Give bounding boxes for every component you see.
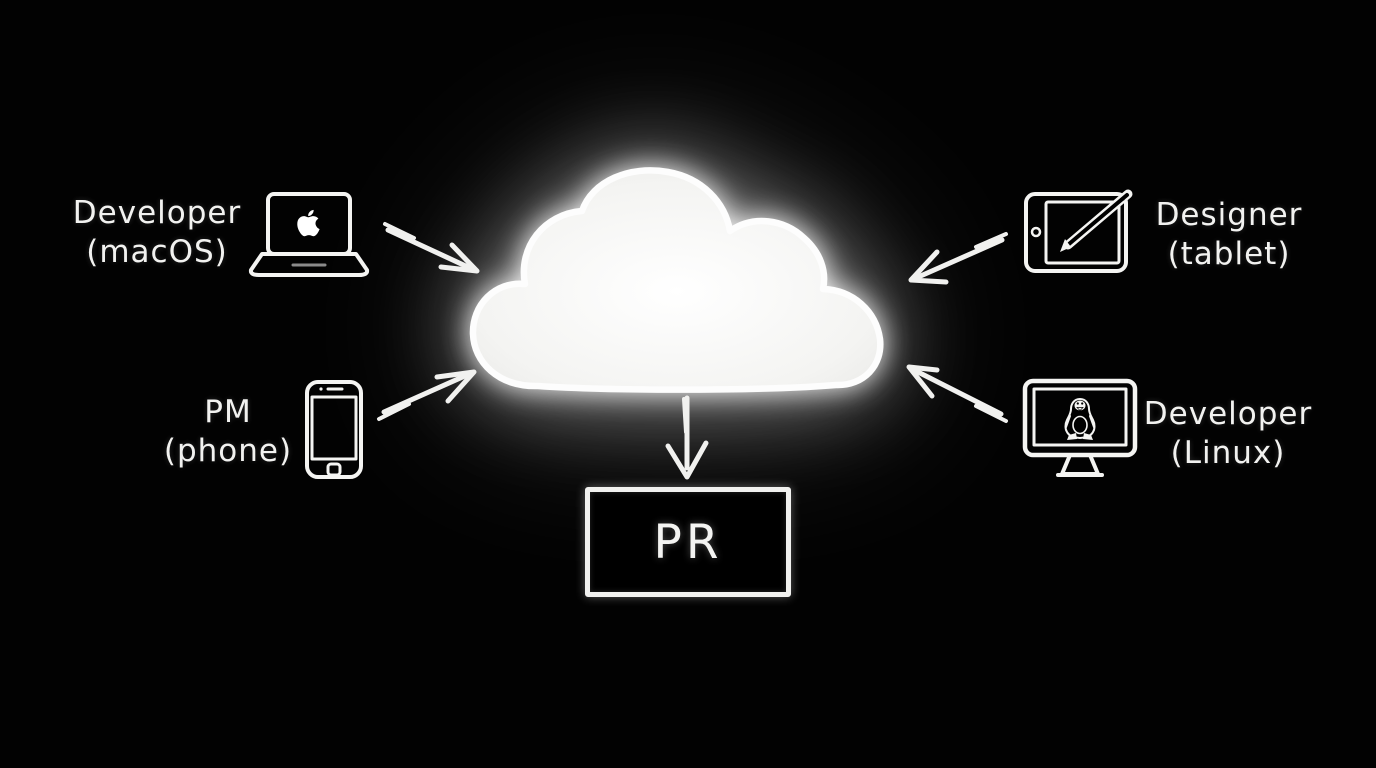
label-designer-tablet-line2: (tablet) [1167,236,1291,272]
cloud-shape [469,167,884,393]
laptop-apple-icon [248,192,370,277]
pr-box: PR [585,487,791,597]
label-pm-phone: PM (phone) [128,393,328,471]
arrow-cloud-to-pr [665,395,709,480]
pr-box-label: PR [653,514,723,570]
tablet-pen-icon [1024,189,1133,273]
smartphone-icon [305,380,363,479]
arrow-developer-macos-to-cloud [383,222,480,274]
label-developer-linux-line1: Developer [1143,396,1313,432]
label-developer-linux: Developer (Linux) [1128,395,1328,473]
label-pm-phone-line1: PM [204,394,252,430]
apple-logo-icon [297,209,320,237]
label-developer-macos: Developer (macOS) [57,194,257,272]
label-designer-tablet: Designer (tablet) [1129,196,1329,274]
stylus-pen-icon [1060,189,1133,252]
label-developer-linux-line2: (Linux) [1170,435,1286,471]
tux-penguin-icon [1064,397,1096,440]
monitor-tux-icon [1022,378,1138,477]
label-pm-phone-line2: (phone) [163,433,293,469]
label-designer-tablet-line1: Designer [1155,197,1303,233]
arrow-designer-tablet-to-cloud [908,232,1008,285]
arrow-pm-phone-to-cloud [377,369,477,421]
arrow-developer-linux-to-cloud [906,364,1008,423]
label-developer-macos-line2: (macOS) [86,234,228,270]
label-developer-macos-line1: Developer [72,195,242,231]
